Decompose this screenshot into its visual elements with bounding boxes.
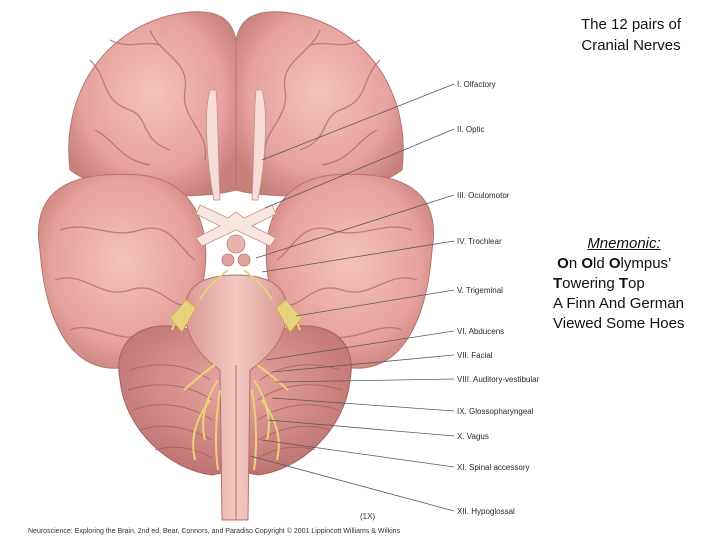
label-facial: VII. Facial [457,351,493,360]
page-title: The 12 pairs of Cranial Nerves [556,14,706,56]
label-glossopharyngeal: IX. Glossopharyngeal [457,407,534,416]
title-line-2: Cranial Nerves [581,37,681,54]
mnemonic-line-3: A Finn And German [553,295,684,312]
optic-structures [195,89,277,267]
label-auditory-vestibular: VIII. Auditory-vestibular [457,375,540,384]
label-oculomotor: III. Oculomotor [457,191,510,200]
title-line-1: The 12 pairs of [580,16,682,33]
mnemonic-heading: Mnemonic: [587,235,661,252]
temporal-lobes [38,173,434,369]
figure-credit: Neuroscience: Exploring the Brain, 2nd e… [28,528,401,535]
mnemonic-line-4: Viewed Some Hoes [553,315,685,332]
label-vagus: X. Vagus [457,432,489,441]
label-hypoglossal: XII. Hypoglossal [457,507,515,516]
mnemonic-block: Mnemonic: On Old Olympus’ Towering Top A… [553,234,720,334]
leader-lines [249,83,455,512]
label-abducens: VI. Abducens [457,327,504,336]
nerve-labels: I. Olfactory II. Optic III. Oculomotor I… [457,80,540,516]
label-trigeminal: V. Trigeminal [457,286,503,295]
scale-indicator: (1X) [360,512,376,521]
label-spinal-accessory: XI. Spinal accessory [457,463,529,472]
label-olfactory: I. Olfactory [457,80,496,89]
mnemonic-line-2: Towering Top [553,275,645,292]
nerve-ganglia [169,299,303,333]
label-optic: II. Optic [457,125,485,134]
mnemonic-line-1: On Old Olympus’ [557,255,672,272]
label-trochlear: IV. Trochlear [457,237,502,246]
